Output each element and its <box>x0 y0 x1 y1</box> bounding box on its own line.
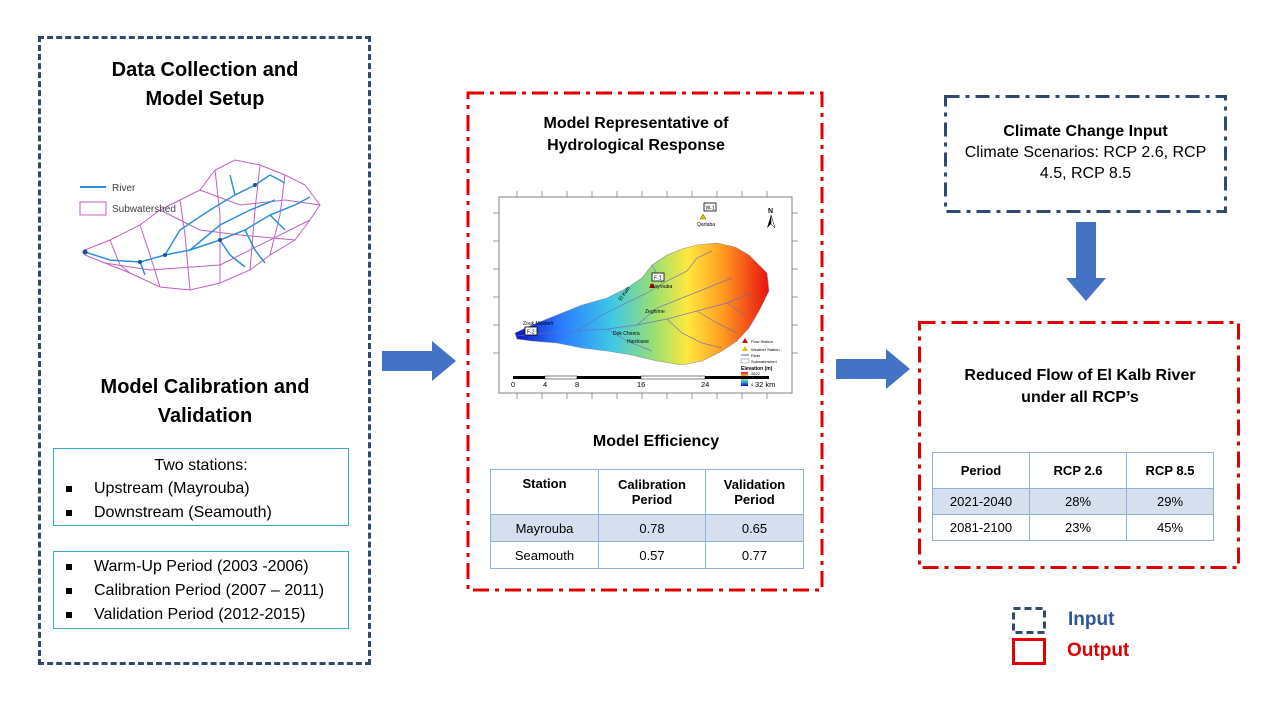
climate-content: Climate Change Input Climate Scenarios: … <box>958 121 1213 184</box>
table-cell: 0.57 <box>598 541 706 569</box>
svg-text:N: N <box>768 208 773 215</box>
period-item: Warm-Up Period (2003 -2006) <box>54 555 348 579</box>
map-legend-elevation: Elevation (m) <box>741 366 773 372</box>
map-legend-subwatershed: Subwatershed <box>751 359 777 364</box>
efficiency-title: Model Efficiency <box>592 433 720 450</box>
table-cell: 0.78 <box>598 514 706 542</box>
table-row: 2081-2100 23% 45% <box>932 514 1214 541</box>
stations-box: Two stations: Upstream (Mayrouba) Downst… <box>53 448 349 526</box>
map-legend-river: River <box>751 353 761 358</box>
reduced-flow-panel <box>918 321 1240 569</box>
calibration-title: Model Calibration and Validation <box>60 373 350 431</box>
table-cell: 2081-2100 <box>932 514 1030 541</box>
scale-tick: 24 <box>701 380 709 389</box>
efficiency-table: Station Calibration Period Validation Pe… <box>490 469 804 569</box>
legend-output-swatch <box>1012 638 1046 665</box>
efficiency-header: Station <box>490 469 599 515</box>
reduced-flow-title-line2: under all RCP’s <box>1021 389 1139 406</box>
stations-list: Upstream (Mayrouba) Downstream (Seamouth… <box>54 477 348 525</box>
representative-panel <box>466 91 824 592</box>
scale-tick: 32 km <box>755 380 775 389</box>
calibration-title-line1: Model Calibration and <box>100 376 310 398</box>
reduced-header: RCP 8.5 <box>1126 452 1214 489</box>
legend-output-label: Output <box>1067 640 1130 661</box>
table-row: 2021-2040 28% 29% <box>932 488 1214 515</box>
scale-bar <box>513 375 769 380</box>
legend-input-swatch <box>1012 607 1046 634</box>
table-cell: 29% <box>1126 488 1214 515</box>
station-f2-label: F-2 <box>527 330 535 336</box>
table-row: Seamouth 0.57 0.77 <box>490 541 804 569</box>
elevation-terrain <box>514 242 770 366</box>
station-w1-label: W-1 <box>706 206 715 212</box>
setup-title-line1: Data Collection and <box>111 59 299 81</box>
station-mayrouba-label: Mayrouba <box>650 284 672 290</box>
reduced-flow-title-line1: Reduced Flow of El Kalb River <box>964 367 1196 384</box>
climate-body: Climate Scenarios: RCP 2.6, RCP 4.5, RCP… <box>964 144 1207 182</box>
table-cell: 2021-2040 <box>932 488 1030 515</box>
station-zouk-label: Zouk Mosbeh <box>523 321 554 327</box>
station-item: Upstream (Mayrouba) <box>54 477 348 501</box>
river-dok-label: Dok Cheera <box>613 331 640 337</box>
scale-tick: 0 <box>511 380 515 389</box>
watershed-map: River Subwatershed <box>79 159 321 291</box>
station-item: Downstream (Seamouth) <box>54 501 348 525</box>
scale-tick: 8 <box>575 380 579 389</box>
table-cell: 45% <box>1126 514 1214 541</box>
period-item: Calibration Period (2007 – 2011) <box>54 579 348 603</box>
representative-title-line2: Hydrological Response <box>547 137 725 154</box>
climate-panel <box>944 95 1227 213</box>
station-qartaba-label: Qartaba <box>697 222 715 228</box>
river-zeghrine-label: Zeghrine <box>645 309 665 315</box>
setup-panel <box>38 36 371 665</box>
north-arrow-icon: N <box>767 208 776 229</box>
table-cell: Mayrouba <box>490 514 599 542</box>
reduced-flow-title: Reduced Flow of El Kalb River under all … <box>935 365 1225 409</box>
reduced-flow-table: Period RCP 2.6 RCP 8.5 2021-2040 28% 29%… <box>932 452 1214 541</box>
scale-tick: 16 <box>637 380 645 389</box>
representative-title: Model Representative of Hydrological Res… <box>500 113 772 157</box>
climate-title: Climate Change Input <box>1003 123 1168 140</box>
map-legend-elev-min: 0 <box>751 382 754 387</box>
representative-title-line1: Model Representative of <box>543 115 729 132</box>
legend-river-label: River <box>112 183 136 194</box>
map-legend-elev-max: 2622 <box>751 371 761 376</box>
table-cell: 23% <box>1029 514 1127 541</box>
table-cell: 28% <box>1029 488 1127 515</box>
legend-input-label: Input <box>1068 609 1115 630</box>
legend-subwatershed-label: Subwatershed <box>112 204 176 215</box>
station-f1-label: F-1 <box>654 276 662 282</box>
setup-title: Data Collection and Model Setup <box>60 56 350 114</box>
map-legend-flow: Flow Station <box>751 339 773 344</box>
arrow-right-icon <box>836 349 910 389</box>
table-cell: 0.65 <box>705 514 804 542</box>
elevation-map: W-1 Qartaba F-1 Mayrouba F-2 Zouk Mosbeh… <box>493 191 798 399</box>
scale-tick: 4 <box>543 380 547 389</box>
table-cell: Seamouth <box>490 541 599 569</box>
efficiency-header: Validation Period <box>705 469 804 515</box>
table-cell: 0.77 <box>705 541 804 569</box>
arrow-right-icon <box>382 341 456 381</box>
map-legend-weather: Weather Station <box>751 347 780 352</box>
river-hardoune-label: Hardoune <box>627 339 649 345</box>
setup-title-line2: Model Setup <box>145 88 265 110</box>
efficiency-header: Calibration Period <box>598 469 706 515</box>
periods-box: Warm-Up Period (2003 -2006) Calibration … <box>53 551 349 629</box>
arrow-down-icon <box>1066 222 1106 301</box>
reduced-header: Period <box>932 452 1030 489</box>
period-item: Validation Period (2012-2015) <box>54 603 348 627</box>
calibration-title-line2: Validation <box>157 405 253 427</box>
periods-list: Warm-Up Period (2003 -2006) Calibration … <box>54 555 348 627</box>
table-row: Mayrouba 0.78 0.65 <box>490 514 804 542</box>
reduced-header: RCP 2.6 <box>1029 452 1127 489</box>
main-river <box>84 196 311 263</box>
stations-heading: Two stations: <box>154 457 248 474</box>
